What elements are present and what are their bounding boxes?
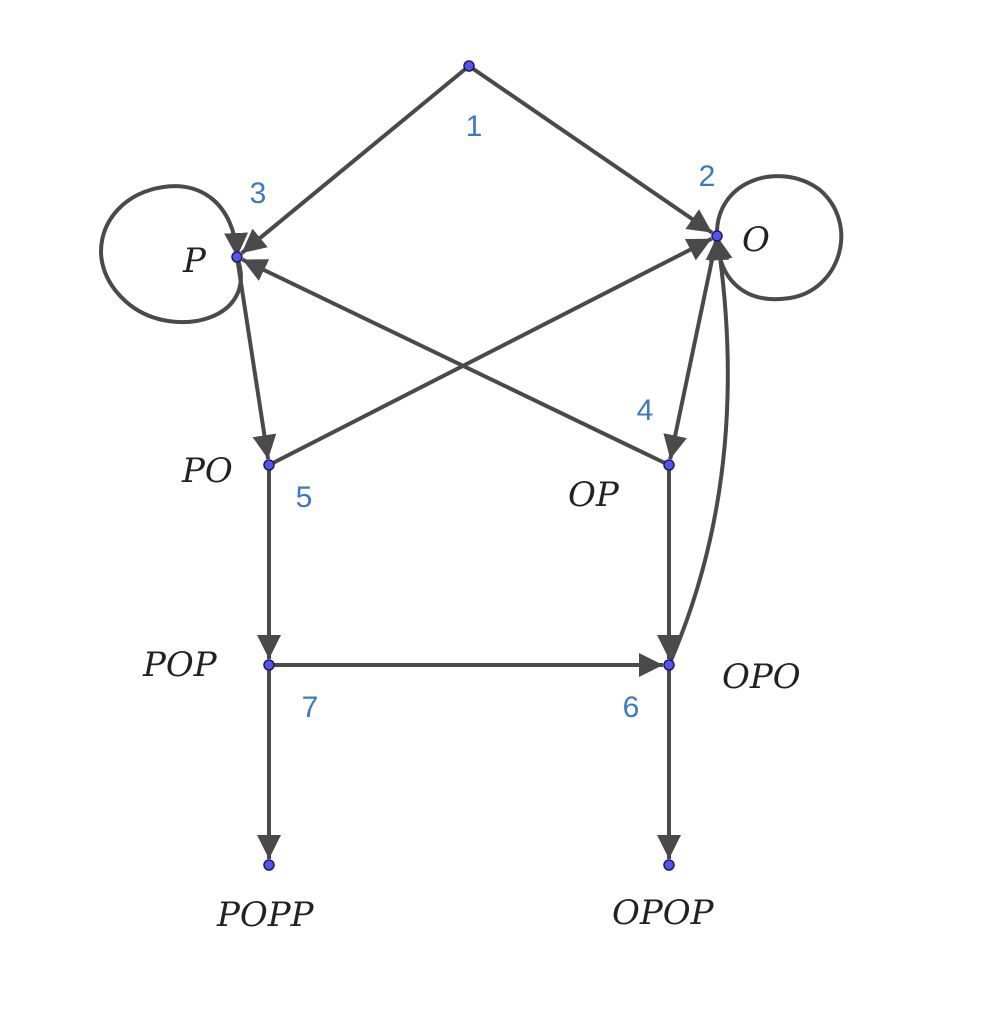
nodes-layer: [231, 60, 723, 871]
edge-p-to-p: [99, 184, 249, 325]
state-label-opop: OPOP: [612, 893, 715, 933]
state-label-o: O: [742, 220, 770, 260]
state-label-opo: OPO: [722, 657, 801, 697]
node-o: [711, 230, 723, 242]
number-label-p: 3: [250, 177, 267, 210]
node-pop: [263, 659, 275, 671]
number-label-opo: 6: [623, 691, 640, 724]
number-label-op: 4: [637, 394, 654, 427]
state-label-op: OP: [568, 475, 620, 515]
edge-o-to-op: [663, 235, 719, 460]
state-label-po: PO: [181, 451, 233, 491]
edge-po-to-o: [268, 236, 713, 467]
node-start: [463, 60, 475, 72]
node-opo: [663, 659, 675, 671]
state-label-popp: POPP: [216, 895, 315, 935]
number-label-start: 1: [466, 110, 483, 143]
edge-o-to-o: [705, 174, 844, 302]
node-po: [263, 459, 275, 471]
number-label-po: 5: [296, 481, 313, 514]
node-popp: [263, 859, 275, 871]
node-opop: [663, 859, 675, 871]
node-p: [231, 251, 243, 263]
number-label-pop: 7: [302, 691, 319, 724]
number-label-o: 2: [699, 160, 716, 193]
edge-opo-to-o: [667, 235, 733, 666]
state-label-pop: POP: [142, 645, 218, 685]
edge-p-to-po: [235, 256, 277, 460]
node-op: [663, 459, 675, 471]
edge-start-to-o: [467, 64, 714, 235]
edge-op-to-p: [241, 257, 670, 467]
edges-layer: [99, 64, 844, 859]
state-label-p: P: [182, 241, 207, 281]
edge-start-to-p: [240, 64, 471, 255]
